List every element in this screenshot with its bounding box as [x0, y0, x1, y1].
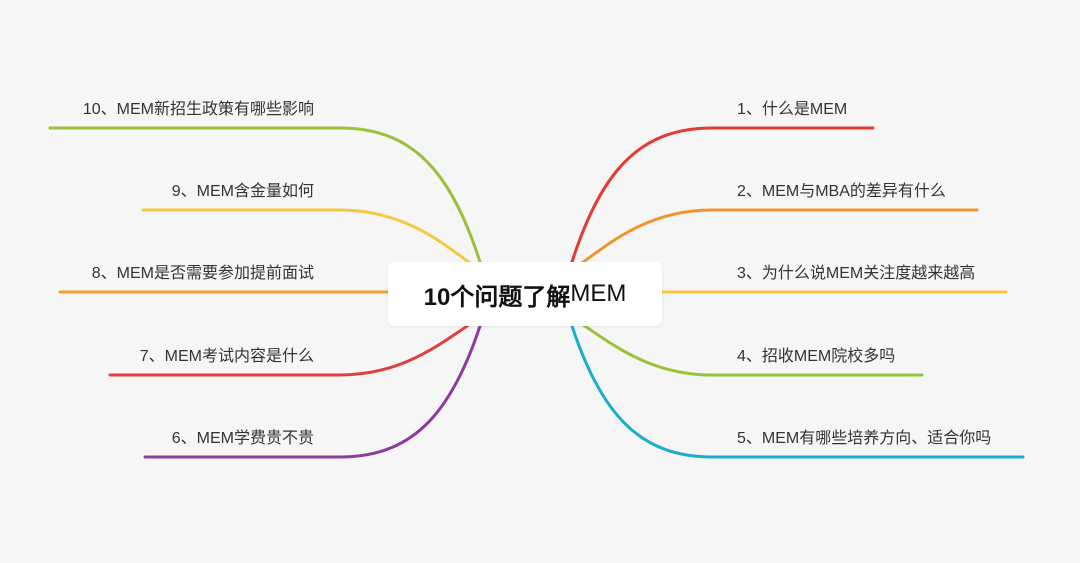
branch-line-right-1 [570, 126, 875, 264]
branch-label-right-2[interactable]: 2、MEM与MBA的差异有什么 [737, 183, 946, 200]
branch-label-right-3[interactable]: 3、为什么说MEM关注度越来越高 [737, 265, 976, 282]
branch-line-right-2 [570, 208, 979, 272]
branch-label-left-2[interactable]: 9、MEM含金量如何 [171, 183, 314, 200]
branch-label-right-1[interactable]: 1、什么是MEM [737, 101, 848, 118]
branch-label-left-3[interactable]: 8、MEM是否需要参加提前面试 [91, 265, 314, 282]
central-topic-title-normal: MEM [570, 280, 627, 307]
branch-label-left-1[interactable]: 10、MEM新招生政策有哪些影响 [82, 101, 314, 118]
branch-label-right-4[interactable]: 4、招收MEM院校多吗 [737, 348, 896, 365]
branch-label-left-4[interactable]: 7、MEM考试内容是什么 [139, 348, 314, 365]
branch-label-left-5[interactable]: 6、MEM学费贵不贵 [171, 430, 314, 447]
branch-line-left-2 [141, 208, 482, 272]
branch-line-left-5 [143, 324, 482, 459]
branch-line-left-1 [48, 126, 482, 264]
central-topic-title-bold: 10个问题了解 [423, 283, 571, 311]
branch-line-right-5 [570, 324, 1025, 459]
branch-label-right-5[interactable]: 5、MEM有哪些培养方向、适合你吗 [737, 430, 992, 447]
